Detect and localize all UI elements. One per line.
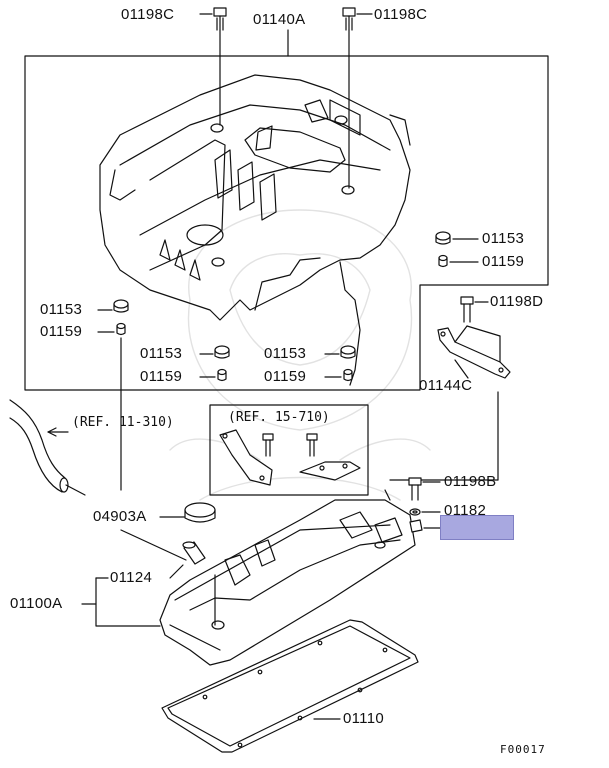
label-grommet-right: 01153 [482, 230, 525, 247]
label-cover: 01140A [253, 11, 306, 28]
valve-cover-drawing [159, 489, 416, 666]
bolt-top-left [199, 7, 227, 126]
label-bolt-top-left: 01198C [121, 6, 175, 23]
grommet-mid-right [324, 345, 356, 359]
oil-filler-cap [159, 502, 216, 523]
bolt-bracket [460, 296, 489, 323]
collar-right [438, 254, 479, 268]
label-grommet-left: 01153 [40, 301, 83, 318]
pcv-valve [120, 529, 206, 579]
label-valve-cover: 01100A [10, 595, 63, 612]
label-bolt-top-right: 01198C [374, 6, 428, 23]
label-washer: 01182 [444, 502, 487, 519]
label-collar-left: 01159 [40, 323, 83, 340]
label-oil-cap: 04903A [93, 508, 147, 525]
label-bracket: 01144C [419, 377, 473, 394]
label-pcv-valve: 01124 [110, 569, 153, 586]
label-gasket: 01110 [343, 710, 384, 727]
ref-bracket-box [209, 404, 369, 496]
seal-washer [409, 519, 441, 533]
label-bolt-bracket: 01198D [490, 293, 544, 310]
label-ref-hose: (REF. 11-310) [72, 415, 174, 430]
bolt-top-right [342, 7, 373, 189]
label-grommet-mid-right: 01153 [264, 345, 307, 362]
ref-bracket-parts [219, 429, 361, 486]
breather-hose [9, 399, 86, 496]
bolt-valve-cover [408, 477, 441, 501]
grommet-right [435, 231, 479, 245]
cover-callout-frame [24, 55, 549, 391]
label-bolt-valve-cover: 01198B [444, 473, 497, 490]
highlighted-part-label [440, 515, 514, 540]
collar-left [97, 322, 126, 336]
collar-mid-left [199, 368, 227, 382]
engine-cover-drawing [99, 74, 411, 386]
label-collar-mid-right: 01159 [264, 368, 307, 385]
bracket-01144c [437, 325, 511, 379]
gasket-drawing [161, 619, 419, 753]
label-ref-bracket: (REF. 15-710) [228, 410, 330, 425]
washer [409, 508, 441, 516]
label-collar-mid-left: 01159 [140, 368, 183, 385]
grommet-mid-left [199, 345, 230, 359]
grommet-left [97, 299, 129, 313]
collar-mid-right [324, 368, 353, 382]
figure-code: F00017 [500, 743, 546, 756]
label-grommet-mid-left: 01153 [140, 345, 183, 362]
label-collar-right: 01159 [482, 253, 525, 270]
